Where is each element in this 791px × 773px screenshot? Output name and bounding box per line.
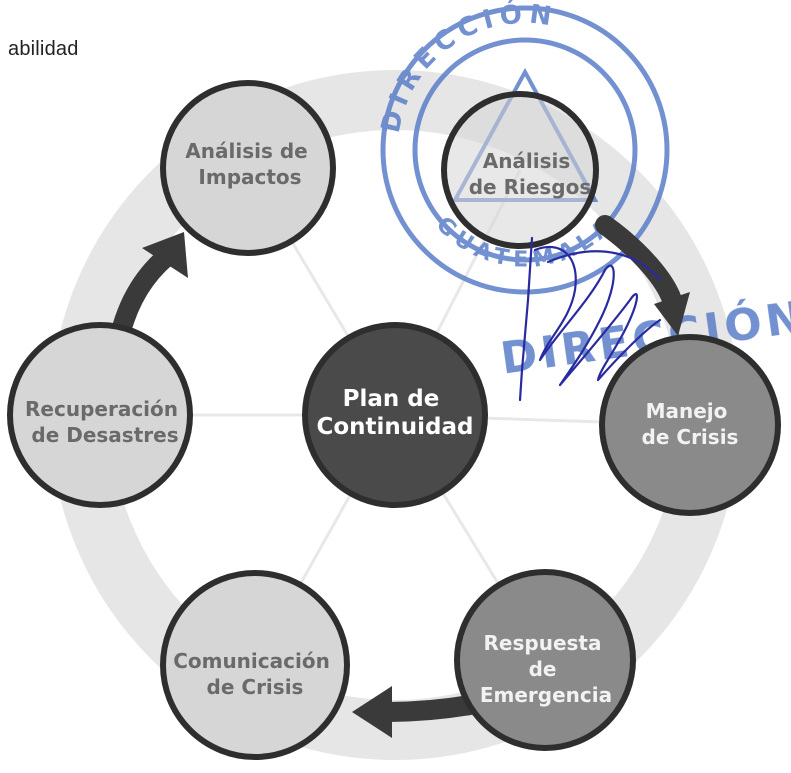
node-label: Respuesta de Emergencia xyxy=(480,631,612,707)
node-analisis-riesgos: Análisis de Riesgos xyxy=(441,91,599,249)
cycle-arrows xyxy=(110,215,690,738)
node-label: Recuperación de Desastres xyxy=(25,397,185,447)
arrowhead-icon xyxy=(352,686,392,738)
node-manejo-crisis: Manejo de Crisis xyxy=(599,334,781,516)
arrowhead-icon xyxy=(142,232,188,278)
node-label: Análisis de Impactos xyxy=(185,139,314,189)
arrow-emergency-to-communication xyxy=(375,695,480,722)
node-label: Manejo de Crisis xyxy=(642,399,739,449)
handwritten-signature xyxy=(518,236,662,402)
diagram-nodes: Análisis de Impactos Análisis de Riesgos… xyxy=(7,80,781,760)
node-label: Comunicación de Crisis xyxy=(173,649,337,699)
node-label: Análisis de Riesgos xyxy=(469,149,592,199)
header-fragment-text: abilidad xyxy=(8,38,79,60)
node-analisis-impactos: Análisis de Impactos xyxy=(160,80,336,256)
stamp-inner-ring xyxy=(412,37,638,263)
node-recuperacion-desastres: Recuperación de Desastres xyxy=(7,322,193,508)
node-comunicacion-crisis: Comunicación de Crisis xyxy=(160,570,350,760)
node-plan-continuidad: Plan de Continuidad xyxy=(302,322,488,508)
arrow-risks-to-crisis xyxy=(595,215,682,310)
center-label: Plan de Continuidad xyxy=(316,386,473,440)
node-respuesta-emergencia: Respuesta de Emergencia xyxy=(454,569,636,751)
stamp-outer-ring xyxy=(380,5,670,295)
arrowhead-icon xyxy=(654,292,690,336)
